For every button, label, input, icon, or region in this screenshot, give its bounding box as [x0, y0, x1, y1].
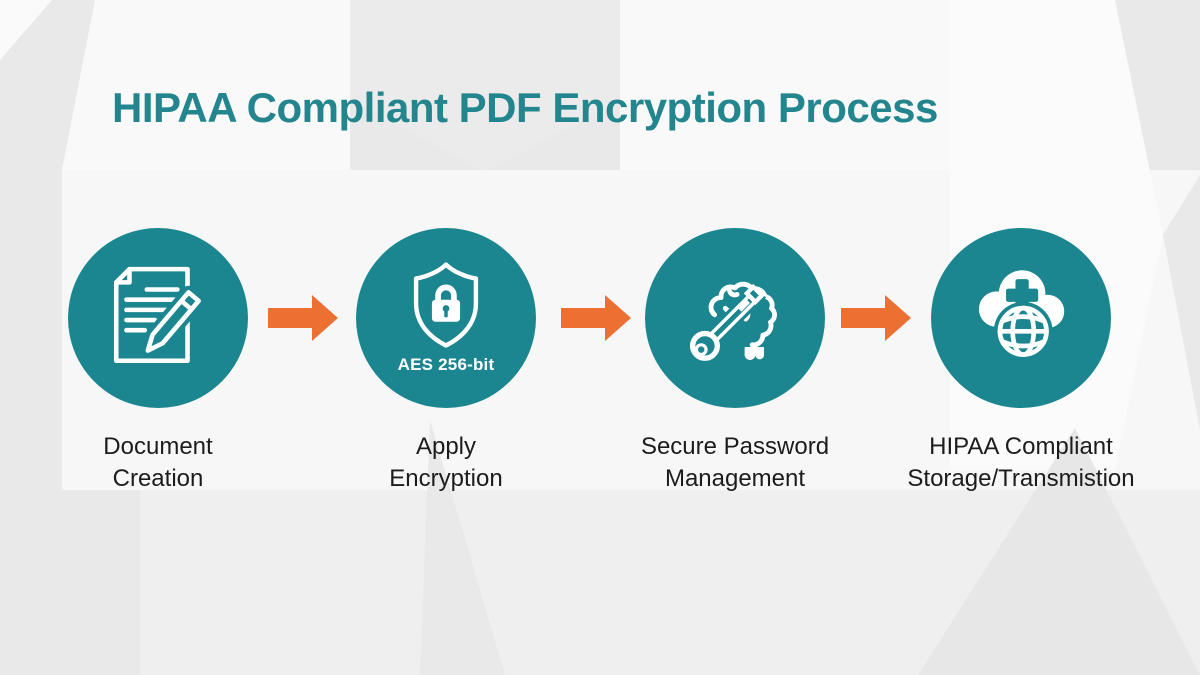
- step-label-line2: Storage/Transmistion: [907, 465, 1135, 492]
- step-hipaa-storage-transmission: HIPAA Compliant Storage/Transmistion: [881, 228, 1161, 495]
- arrow-right-icon: [268, 295, 338, 341]
- step-label-line1: Document: [103, 433, 213, 460]
- step-label-line2: Management: [664, 465, 806, 492]
- step-document-creation: Document Creation: [18, 228, 298, 495]
- step-circle-apply-encryption: AES 256-bit: [356, 228, 536, 408]
- arrow-right-icon: [561, 295, 631, 341]
- aes-badge: AES 256-bit: [397, 354, 495, 374]
- document-pencil-icon: [113, 266, 206, 364]
- page-title: HIPAA Compliant PDF Encryption Process: [112, 84, 938, 131]
- step-label-hipaa-storage: HIPAA Compliant Storage/Transmistion: [907, 431, 1134, 495]
- step-label-line1: Apply: [415, 433, 477, 460]
- step-label-secure-password: Secure Password Management: [641, 431, 829, 495]
- step-label-line1: Secure Password: [640, 433, 830, 460]
- step-label-line2: Creation: [112, 465, 204, 492]
- step-secure-password-management: Secure Password Management: [595, 228, 875, 495]
- key-brain-icon: [689, 281, 777, 361]
- shield-lock-icon: [413, 261, 479, 348]
- step-label-line1: HIPAA Compliant: [929, 433, 1113, 460]
- step-label-apply-encryption: Apply Encryption: [389, 431, 502, 495]
- cloud-medical-globe-icon: [978, 270, 1065, 361]
- step-label-document-creation: Document Creation: [103, 431, 212, 495]
- arrow-right-icon: [841, 295, 911, 341]
- step-circle-secure-password: [645, 228, 825, 408]
- step-circle-hipaa-storage: [931, 228, 1111, 408]
- step-label-line2: Encryption: [389, 465, 503, 492]
- step-circle-document-creation: [68, 228, 248, 408]
- step-apply-encryption: AES 256-bit Apply Encryption: [306, 228, 586, 495]
